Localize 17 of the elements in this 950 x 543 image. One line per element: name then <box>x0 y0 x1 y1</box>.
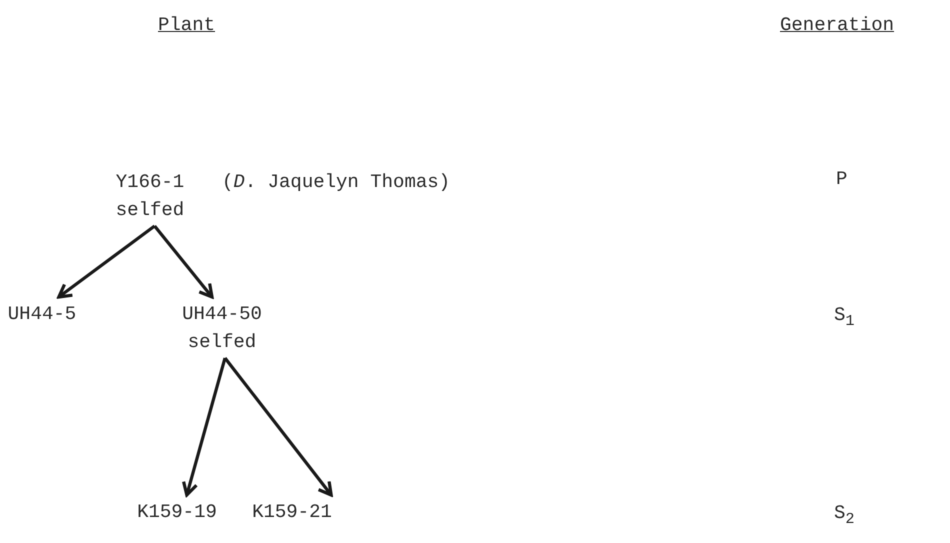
arrow <box>224 357 333 497</box>
arrow <box>182 358 227 497</box>
generation-label: S$_{1}$ <box>834 304 855 330</box>
generation-label: P <box>836 168 848 190</box>
node-label: selfed <box>114 198 186 223</box>
node-note: (D. Jaquelyn Thomas) <box>222 170 450 195</box>
node-label: Y166-1 <box>114 170 186 195</box>
arrow <box>57 224 156 299</box>
column-heading: Generation <box>780 14 894 36</box>
node-label: selfed <box>186 330 258 355</box>
node-label: UH44-5 <box>6 302 78 327</box>
node-label: K159-21 <box>251 500 333 525</box>
generation-label: S$_{2}$ <box>834 502 855 528</box>
node-label: K159-19 <box>136 500 218 525</box>
arrow <box>153 225 214 299</box>
column-heading: Plant <box>158 14 216 36</box>
node-label: UH44-50 <box>181 302 263 327</box>
